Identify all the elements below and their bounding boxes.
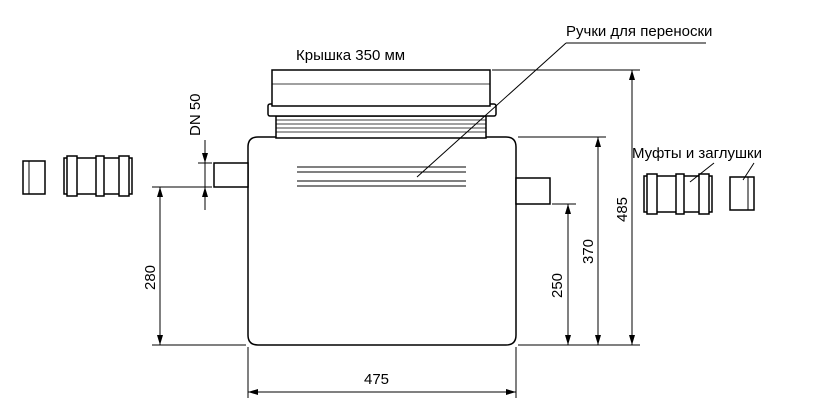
label-lid: Крышка 350 мм <box>296 47 405 64</box>
dim-outlet-height <box>552 203 576 345</box>
dim-label-total: 485 <box>614 197 631 222</box>
dim-dn <box>198 140 212 210</box>
dim-label-body: 370 <box>580 239 597 264</box>
label-dn: DN 50 <box>187 93 204 136</box>
dim-label-width: 475 <box>364 371 389 388</box>
dim-height-body <box>518 136 606 345</box>
dim-label-inlet: 280 <box>142 265 159 290</box>
dim-height-total <box>492 69 640 346</box>
fitting-left-cap <box>22 160 46 195</box>
tank-neck <box>275 115 487 139</box>
fitting-left-coupling <box>63 155 133 197</box>
label-fittings: Муфты и заглушки <box>632 145 762 162</box>
carrying-handles <box>297 166 466 187</box>
fitting-right-coupling <box>643 173 713 215</box>
inlet-pipe <box>213 162 249 188</box>
dim-inlet-height <box>152 186 246 346</box>
dim-width <box>247 347 517 398</box>
outlet-pipe <box>515 177 551 205</box>
dim-label-outlet: 250 <box>549 273 566 298</box>
tank-body <box>247 136 517 346</box>
fitting-right-cap <box>729 176 755 211</box>
leader-lines <box>416 42 755 183</box>
tank-lid <box>267 69 497 117</box>
label-handles: Ручки для переноски <box>566 23 712 40</box>
